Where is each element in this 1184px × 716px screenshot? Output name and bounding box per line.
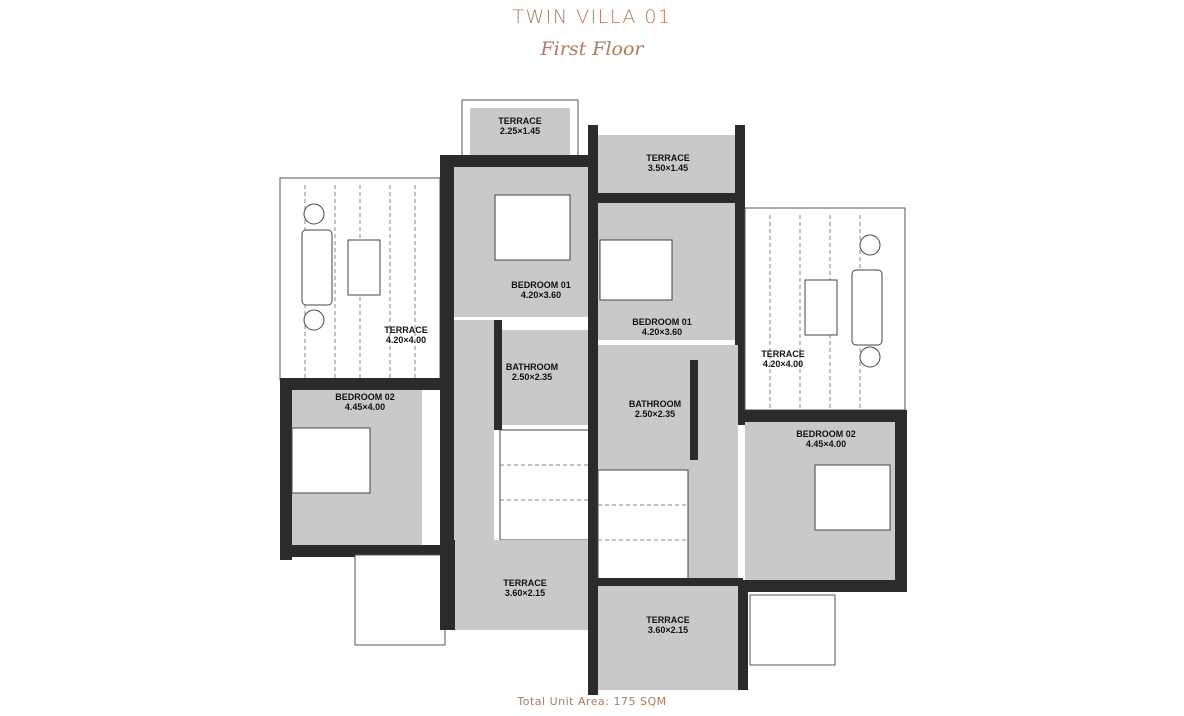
stairs-right <box>597 469 689 581</box>
room-dims: 3.60×2.15 <box>505 588 545 598</box>
room-label: TERRACE <box>761 349 805 359</box>
room-label: TERRACE <box>646 153 690 163</box>
room-dims: 2.25×1.45 <box>500 126 540 136</box>
plan-subtitle: First Floor <box>540 38 644 60</box>
room-label: BEDROOM 01 <box>632 317 692 327</box>
room-dims: 3.60×2.15 <box>648 625 688 635</box>
room-dims: 3.50×1.45 <box>648 163 688 173</box>
room-label: BEDROOM 01 <box>511 280 571 290</box>
room-label: BATHROOM <box>629 399 681 409</box>
room-label: TERRACE <box>384 325 428 335</box>
room-label: TERRACE <box>646 615 690 625</box>
room-dims: 4.20×4.00 <box>386 335 426 345</box>
room-labels: TERRACE 2.25×1.45 TERRACE 4.20×4.00 BEDR… <box>335 116 856 635</box>
room-dims: 4.20×3.60 <box>521 290 561 300</box>
room-label: TERRACE <box>498 116 542 126</box>
room-dims: 4.45×4.00 <box>806 439 846 449</box>
room-label: TERRACE <box>503 578 547 588</box>
room-dims: 2.50×2.35 <box>635 409 675 419</box>
bathroom-right <box>598 368 690 460</box>
room-dims: 4.20×3.60 <box>642 327 682 337</box>
stairs-left <box>499 429 591 541</box>
room-dims: 4.20×4.00 <box>763 359 803 369</box>
left-unit <box>279 99 595 646</box>
total-unit-area: Total Unit Area: 175 SQM <box>517 695 667 708</box>
right-unit <box>597 125 907 690</box>
terrace-bottom-right <box>598 586 738 690</box>
plan-title: TWIN VILLA 01 <box>512 6 672 28</box>
room-label: BEDROOM 02 <box>335 392 395 402</box>
room-dims: 2.50×2.35 <box>512 372 552 382</box>
room-label: BEDROOM 02 <box>796 429 856 439</box>
bathroom-left <box>502 330 590 425</box>
terrace-top-right <box>598 135 738 193</box>
terrace-bottom-left <box>455 540 590 630</box>
room-label: BATHROOM <box>506 362 558 372</box>
room-dims: 4.45×4.00 <box>345 402 385 412</box>
